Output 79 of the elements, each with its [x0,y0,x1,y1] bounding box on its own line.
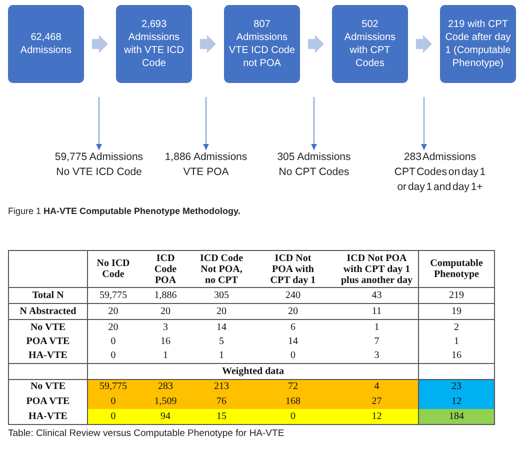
table-value: 0 [88,348,138,363]
process-box: 807 Admissions VTE ICD Code not POA [224,5,300,83]
table-value: 0 [250,348,336,363]
table-value: 6 [250,320,336,334]
arrow [203,97,209,150]
table-value: 43 [336,288,418,304]
table-value: 14 [287,334,299,348]
block-arrow [200,35,216,53]
table-value: 283 [138,379,192,394]
process-box: 62,468 Admissions [8,5,84,83]
table-value: 1 [418,334,494,348]
table-value: 1,509 [138,394,192,409]
table-value: 1 [192,348,250,363]
table-value: 2 [418,320,494,334]
arrow [421,97,427,150]
table-value: 20 [88,304,138,320]
column-header: ICD Not POA with CPT day 1 [250,250,336,288]
count-label: 305 Admissions No CPT Codes [272,150,356,180]
table-value: 1 [336,320,418,334]
table-value: 20 [250,304,336,320]
table-value: 1 [138,348,192,363]
figure-caption: Figure 1 HA-VTE Computable Phenotype Methodology. [8,205,240,217]
section-header: Weighted data [88,363,418,379]
table-value: 12 [418,394,494,409]
table-value: 59,775 [88,379,138,394]
table-value: 4 [336,379,418,394]
block-arrow [92,35,108,53]
table-value: 20 [192,304,250,320]
table-value: 72 [250,379,336,394]
table-value: 94 [138,409,192,424]
table-value: 184 [418,409,494,424]
row-header: N Abstracted [8,304,88,320]
table-value: 168 [250,394,336,409]
table-value: 219 [418,288,494,304]
column-header: No ICD Code [88,250,138,288]
table-caption: Table: Clinical Review versus Computable Phenotype for HA-VTE [8,428,284,440]
process-box: 2,693 Admissions with VTE ICD Code [116,5,192,83]
table-value: 1,886 [138,288,192,304]
column-header: Computable Phenotype [418,250,494,288]
column-header: ICD Not POA with CPT day 1 plus another day [336,250,418,288]
table-value: 3 [138,320,192,334]
arrow [311,97,317,150]
table-value: 12 [336,409,418,424]
table-value: 27 [336,394,418,409]
table-value: 0 [88,409,138,424]
table-value: 3 [336,348,418,363]
table-value: 0 [88,334,138,348]
table-value: 305 [192,288,250,304]
arrow [96,97,102,150]
process-box: 502 Admissions with CPT Codes [332,5,408,83]
table-value: 7 [336,334,418,348]
row-header: POA VTE [8,334,88,348]
count-label: 1,886 Admissions VTE POA [158,150,254,180]
table-value: 14 [192,320,250,334]
table-value: 20 [88,320,138,334]
table-value: 20 [138,304,192,320]
table-value: 0 [88,394,138,409]
block-arrow [416,35,432,53]
table-value: 19 [418,304,494,320]
column-header: ICD Code POA [138,250,192,288]
table-value: 15 [192,409,250,424]
table-value: 16 [160,334,172,348]
row-header: No VTE [8,320,88,334]
table-value: 11 [336,304,418,320]
column-header: ICD Code Not POA, no CPT [192,250,250,288]
row-header: HA-VTE [8,348,88,363]
count-label: 283 Admissions CPT Codes on day 1 or day 1 and day 1+ [393,150,487,195]
table-value: 23 [418,379,494,394]
process-box: 219 with CPT Code after day 1 (Computable Phenotype) [440,5,516,83]
table-value: 0 [250,409,336,424]
count-label: 59,775 Admissions No VTE ICD Code [51,150,147,180]
table-value: 213 [192,379,250,394]
table-value: 76 [192,394,250,409]
table-value: 240 [250,288,336,304]
row-header: Total N [8,288,88,304]
table-value: 5 [218,334,225,348]
table-value: 59,775 [88,288,138,304]
block-arrow [308,35,324,53]
table-value: 16 [418,348,494,363]
